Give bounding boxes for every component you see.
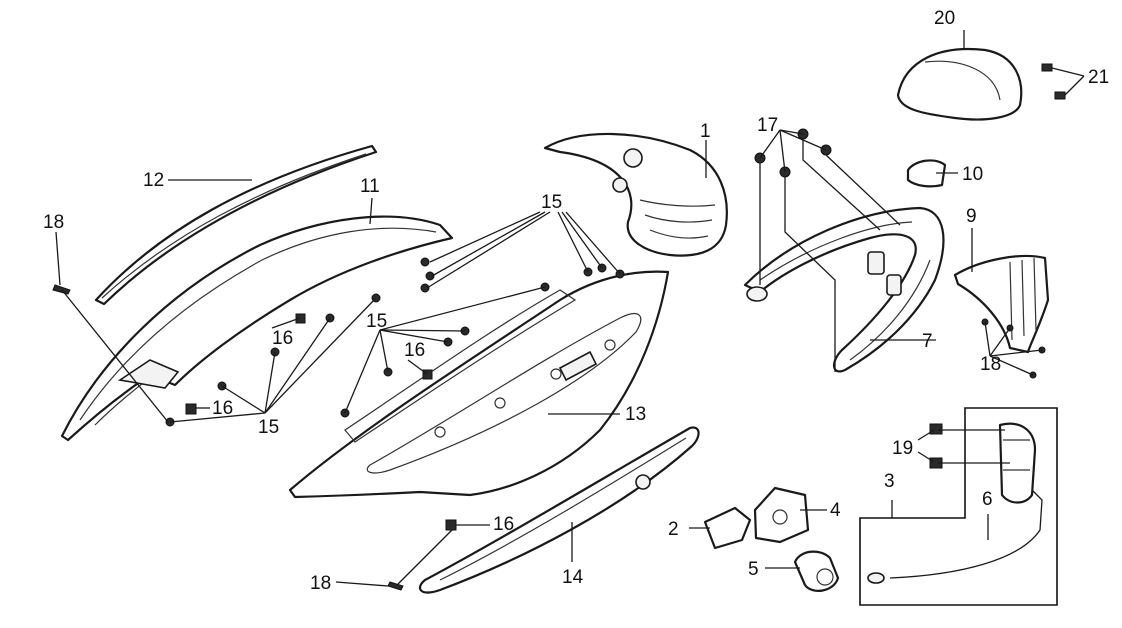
callout-15-bottom: 15 xyxy=(258,417,279,438)
callout-16-c: 16 xyxy=(212,398,233,419)
callout-13: 13 xyxy=(625,404,646,425)
callout-15-top: 15 xyxy=(541,192,562,213)
part-11-left-side-cover xyxy=(60,215,454,442)
callout-9: 9 xyxy=(966,206,977,227)
part-09-bracket xyxy=(953,254,1050,354)
callout-labels: 20 21 1 17 10 12 11 15 18 9 15 16 7 16 1… xyxy=(43,8,1109,594)
part-07-rear-carrier xyxy=(743,206,945,373)
part-10-cap xyxy=(906,159,947,188)
callout-14: 14 xyxy=(562,567,584,588)
callout-16-b: 16 xyxy=(404,340,425,361)
part-13-body-panel xyxy=(288,270,670,499)
callout-18-right: 18 xyxy=(980,354,1001,375)
callout-1: 1 xyxy=(700,121,711,142)
callout-18-bottom: 18 xyxy=(310,573,331,594)
callout-10: 10 xyxy=(962,164,983,185)
callout-6: 6 xyxy=(982,489,993,510)
callout-7: 7 xyxy=(922,331,933,352)
callout-18-left: 18 xyxy=(43,212,64,233)
callout-16-a: 16 xyxy=(272,328,293,349)
part-20-backrest-pad xyxy=(896,48,1023,121)
part-05-lock-cylinder xyxy=(793,550,840,592)
part-03-lock-box xyxy=(859,407,1058,606)
callout-12: 12 xyxy=(143,170,164,191)
callout-16-d: 16 xyxy=(493,514,514,535)
leader-lines xyxy=(55,30,1085,587)
part-04-mount-plate xyxy=(753,486,810,544)
callout-11: 11 xyxy=(360,176,380,197)
part-01-tail-piece xyxy=(543,132,728,257)
callout-17: 17 xyxy=(757,115,778,136)
part-02-clip xyxy=(703,506,752,550)
callout-20: 20 xyxy=(934,8,955,29)
callout-21: 21 xyxy=(1088,67,1109,88)
fasteners xyxy=(52,63,1066,591)
part-14-lower-strip xyxy=(418,426,700,594)
callout-15-mid: 15 xyxy=(366,311,387,332)
part-12-trim-strip xyxy=(94,144,378,306)
callout-5: 5 xyxy=(748,559,759,580)
callout-4: 4 xyxy=(830,500,841,521)
callout-2: 2 xyxy=(668,519,679,540)
callout-19: 19 xyxy=(892,438,913,459)
callout-3: 3 xyxy=(884,471,895,492)
